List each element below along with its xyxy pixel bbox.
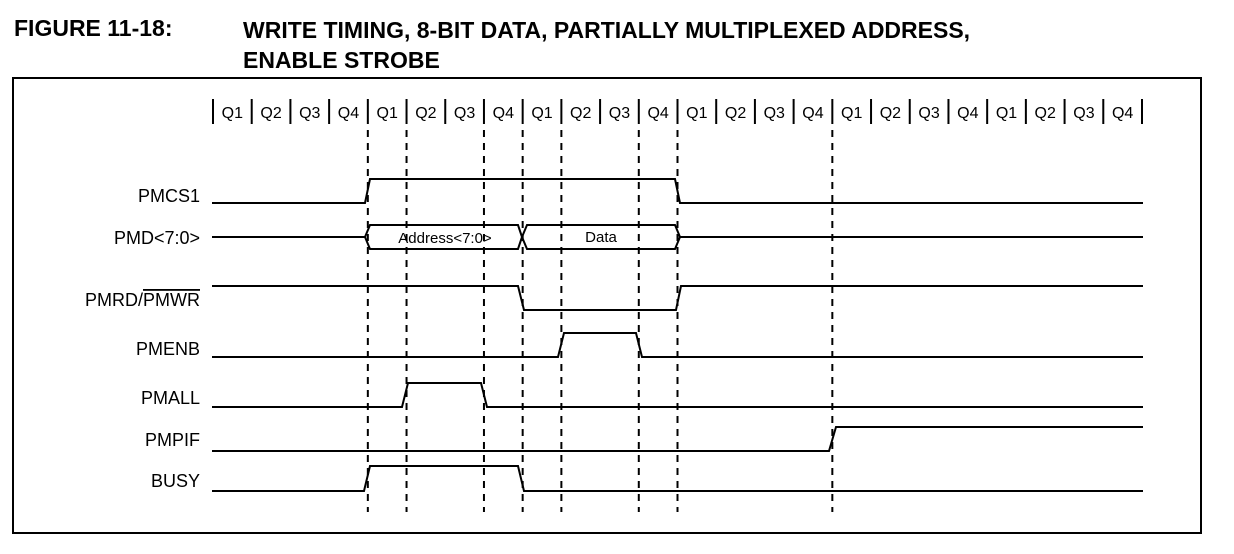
quarter-label: Q4 xyxy=(647,105,668,122)
bus-label-data: Data xyxy=(585,229,617,246)
quarter-label: Q3 xyxy=(454,105,475,122)
quarter-label: Q2 xyxy=(570,105,591,122)
signal-label-pmd: PMD<7:0> xyxy=(114,228,200,248)
quarter-label: Q3 xyxy=(918,105,939,122)
signal-label-pmrd: PMRD/ xyxy=(85,290,143,310)
signal-label-busy: BUSY xyxy=(151,471,200,491)
signal-label-pmcs1: PMCS1 xyxy=(138,186,200,206)
waveform-pmcs1 xyxy=(212,178,1143,204)
figure-number: FIGURE 11-18: xyxy=(14,15,173,41)
quarter-label: Q4 xyxy=(1112,105,1133,122)
signal-label-pmrd-pmwr: PMRD/PMWR xyxy=(85,290,200,310)
quarter-label: Q2 xyxy=(1035,105,1056,122)
quarter-label: Q2 xyxy=(880,105,901,122)
reference-lines xyxy=(366,130,834,512)
quarter-label: Q1 xyxy=(377,105,398,122)
waveform-busy xyxy=(212,465,1143,492)
quarter-label: Q1 xyxy=(531,105,552,122)
signal-label-pmwr-overbar: PMWR xyxy=(143,290,200,310)
waveform-pmenb xyxy=(212,332,1143,358)
signal-label-pmall: PMALL xyxy=(141,388,200,408)
quarter-label: Q3 xyxy=(764,105,785,122)
quarter-label: Q4 xyxy=(493,105,514,122)
diagram-frame xyxy=(12,77,1202,534)
signal-label-pmenb: PMENB xyxy=(136,339,200,359)
quarter-header: Q1 Q2 Q3 Q4 Q1 Q2 Q3 Q4 Q1 Q2 Q3 Q4 Q1 Q2 Q3 Q4 Q1 Q2 Q3 Q4… xyxy=(212,99,1143,124)
figure-title-line-1: WRITE TIMING, 8-BIT DATA, PARTIALLY MULT… xyxy=(243,17,971,43)
waveform-pmall xyxy=(212,382,1143,408)
quarter-label: Q2 xyxy=(415,105,436,122)
quarter-label: Q2 xyxy=(725,105,746,122)
quarter-label: Q1 xyxy=(686,105,707,122)
quarter-label: Q3 xyxy=(609,105,630,122)
quarter-label: Q4 xyxy=(957,105,978,122)
quarter-label: Q4 xyxy=(802,105,823,122)
signal-label-pmpif: PMPIF xyxy=(145,430,200,450)
quarter-label: Q1 xyxy=(222,105,243,122)
figure-title-line-2: ENABLE STROBE xyxy=(243,47,440,73)
waveform-pmpif xyxy=(212,426,1143,452)
quarter-label: Q3 xyxy=(1073,105,1094,122)
quarter-label: Q3 xyxy=(299,105,320,122)
bus-label-address: Address<7:0> xyxy=(398,230,492,247)
quarter-label: Q1 xyxy=(841,105,862,122)
waveform-pmrd-pmwr xyxy=(212,285,1143,311)
quarter-label: Q2 xyxy=(260,105,281,122)
quarter-label: Q1 xyxy=(996,105,1017,122)
figure-title: WRITE TIMING, 8-BIT DATA, PARTIALLY MULT… xyxy=(243,15,970,75)
quarter-label: Q4 xyxy=(338,105,359,122)
